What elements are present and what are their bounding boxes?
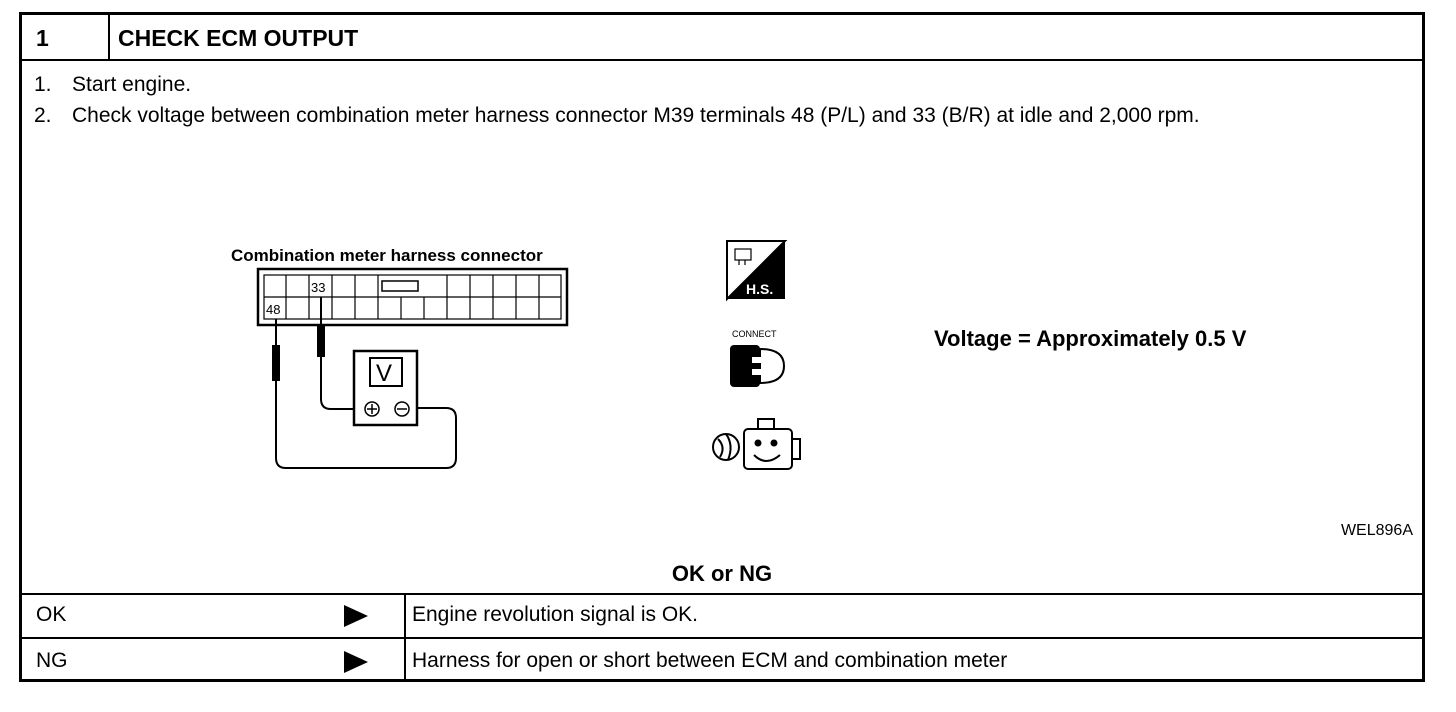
divider (22, 637, 1422, 639)
voltage-spec: Voltage = Approximately 0.5 V (934, 326, 1247, 351)
arrow-right-icon (344, 605, 368, 627)
result-question: OK or NG (671, 561, 773, 586)
test-probe-33 (317, 297, 325, 357)
result-status-ng: NG (36, 649, 68, 672)
instruction-number: 2. (34, 104, 52, 127)
test-probe-48 (272, 319, 280, 381)
voltage-check-diagram: Combination meter harness connector 33 4… (231, 240, 1413, 539)
instruction-number: 1. (34, 73, 52, 96)
instruction-item: 1. Start engine. (34, 69, 1418, 100)
connect-icon (730, 345, 786, 387)
harness-connector (256, 267, 569, 327)
voltmeter-symbol: V (376, 360, 392, 387)
figure-code: WEL896A (1341, 522, 1413, 539)
result-text-ng: Harness for open or short between ECM an… (412, 649, 1008, 672)
harness-side-icon (726, 240, 788, 302)
instruction-text: Start engine. (72, 73, 192, 96)
voltmeter (352, 349, 419, 427)
step-number: 1 (36, 25, 49, 51)
instruction-text: Check voltage between combination meter … (72, 104, 1200, 127)
result-status-ok: OK (36, 603, 67, 626)
column-divider (404, 593, 406, 682)
divider (22, 593, 1422, 595)
test-leads (275, 357, 457, 469)
step-title: CHECK ECM OUTPUT (118, 25, 359, 51)
result-text-ok: Engine revolution signal is OK. (412, 603, 698, 626)
hs-icon-label: H.S. (746, 281, 773, 297)
connect-icon-label: CONNECT (732, 329, 777, 339)
instruction-list: 1. Start engine. 2. Check voltage betwee… (34, 69, 1418, 131)
terminal-48-label: 48 (266, 302, 280, 317)
procedure-table: 1 CHECK ECM OUTPUT 1. Start engine. 2. C… (19, 12, 1425, 682)
step-header: 1 CHECK ECM OUTPUT (22, 15, 1422, 61)
engine-running-icon (712, 418, 801, 470)
connector-label: Combination meter harness connector (231, 246, 543, 265)
arrow-right-icon (344, 651, 368, 673)
instruction-item: 2. Check voltage between combination met… (34, 100, 1418, 131)
terminal-33-label: 33 (311, 280, 325, 295)
header-divider (108, 15, 110, 61)
